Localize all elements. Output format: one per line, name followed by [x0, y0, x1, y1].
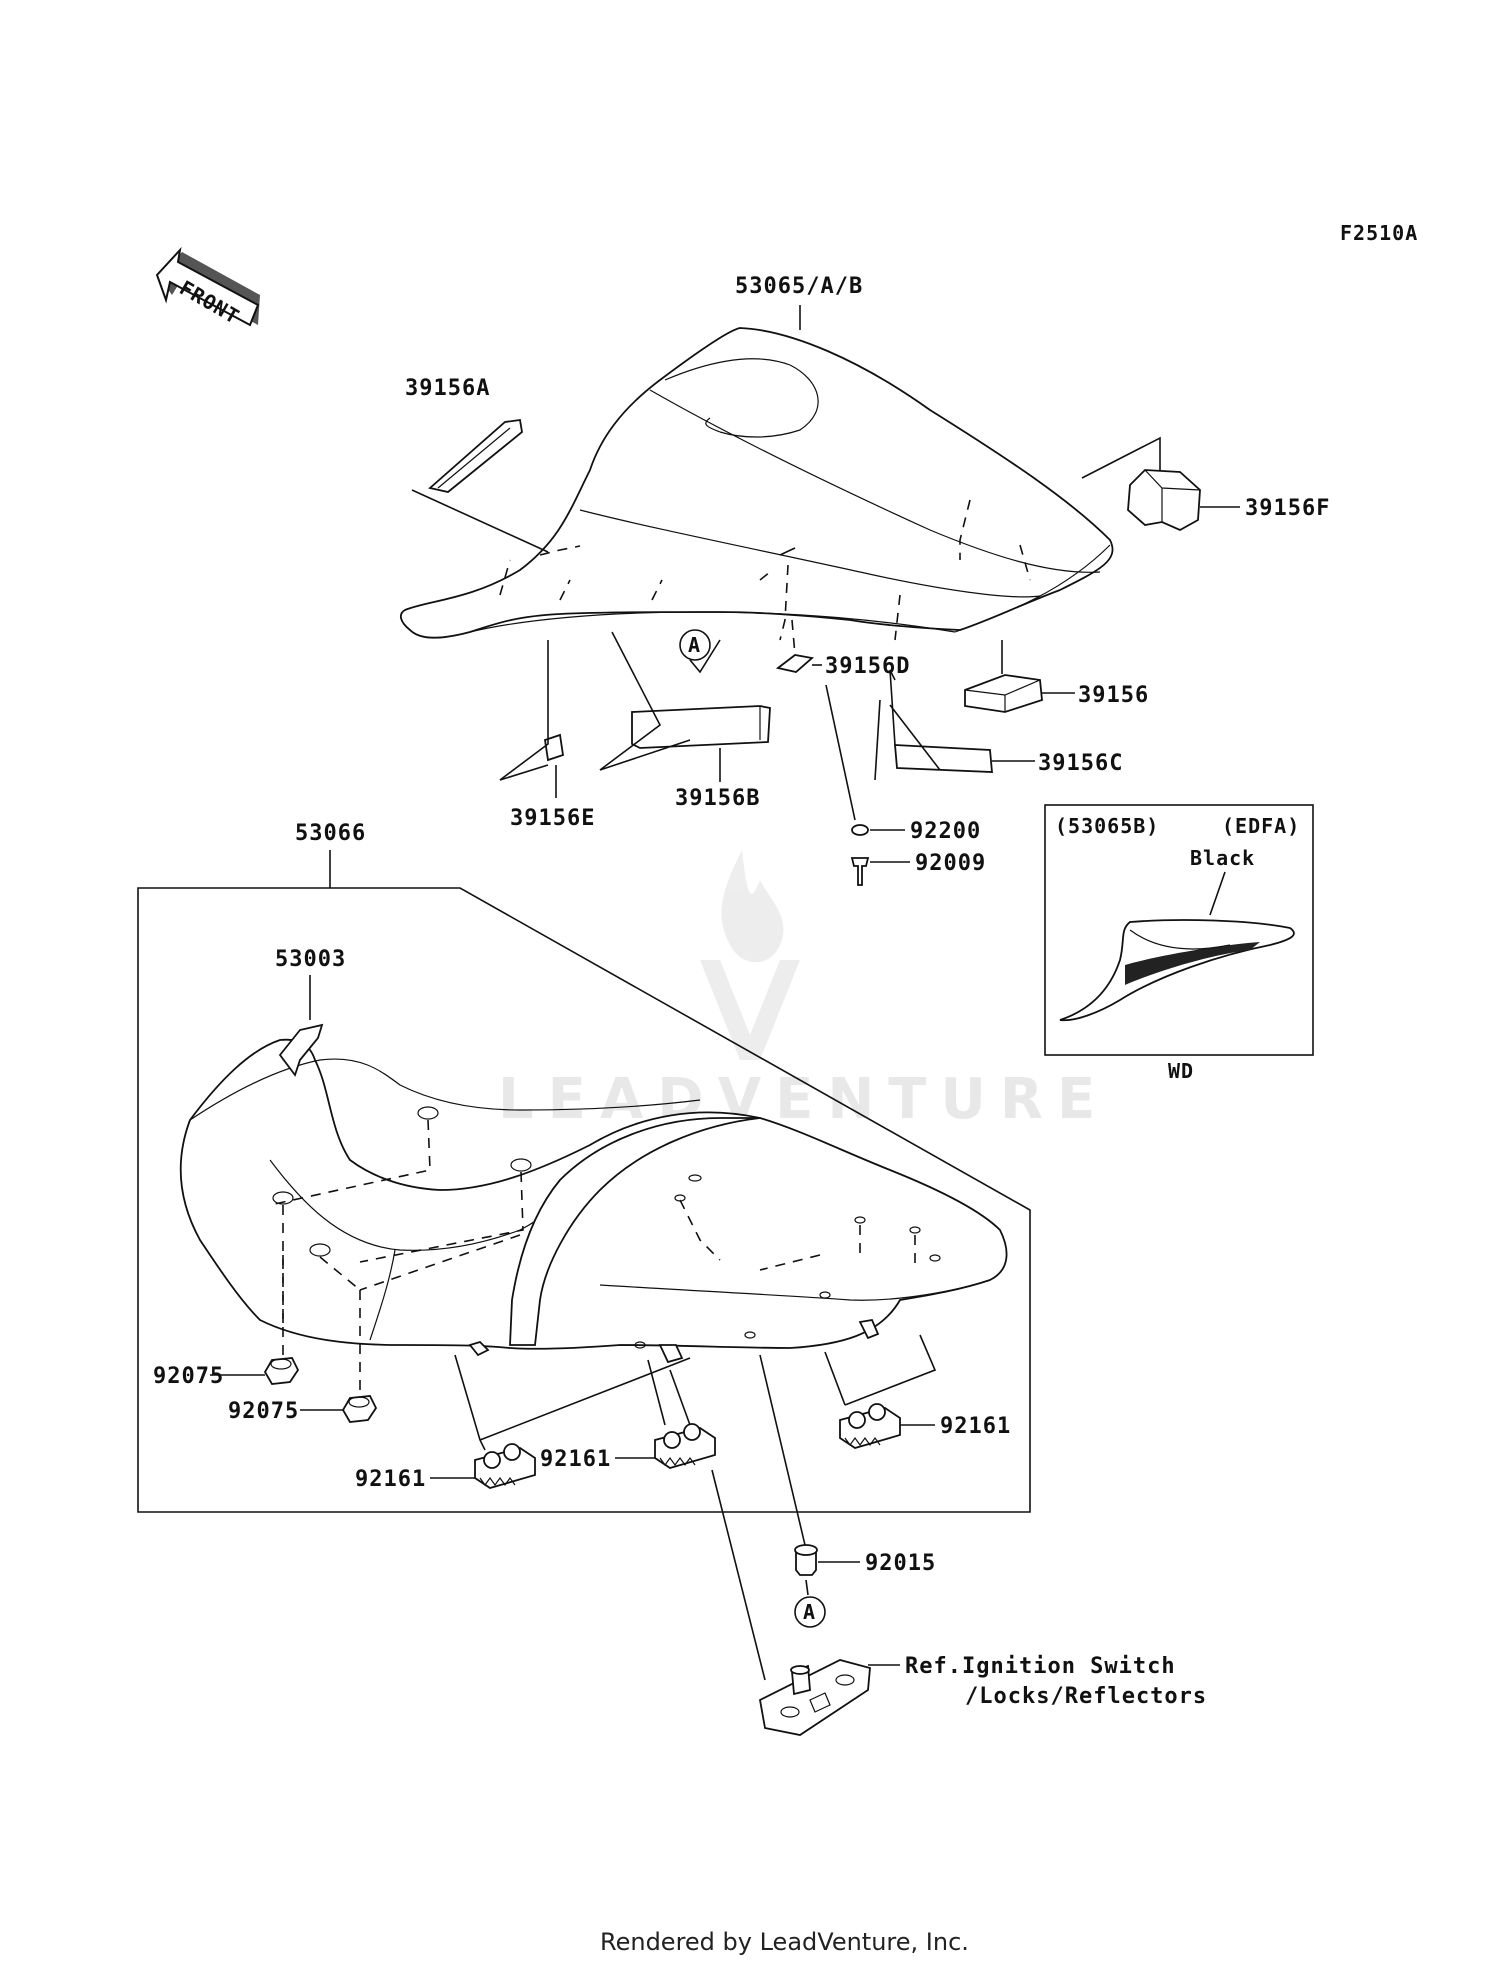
hidden-line-7 [759, 571, 771, 581]
label-92075-a: 92075 [153, 1364, 224, 1389]
badge-53003 [278, 1023, 324, 1077]
leader-92161-right-b [844, 1334, 937, 1406]
leader-callout-a2 [805, 1579, 809, 1596]
label-92161-right: 92161 [940, 1414, 1011, 1439]
collar-92015 [794, 1544, 818, 1576]
leader-92161-left-b [479, 1357, 691, 1441]
watermark-text: LEADVENTURE [498, 1067, 1109, 1132]
hidden-line-10 [791, 619, 796, 656]
hidden-line-5 [559, 579, 571, 601]
leader-39156E-a [499, 640, 549, 781]
inset-color: Black [1190, 846, 1255, 870]
tab-mid [658, 1344, 684, 1364]
ref-line-2: /Locks/Reflectors [965, 1684, 1207, 1709]
label-39156C: 39156C [1038, 751, 1123, 776]
inset-box [1044, 804, 1314, 1056]
seat-hidden-2 [359, 1171, 524, 1263]
leader-39156B-b [599, 739, 691, 771]
label-53065: 53065/A/B [735, 274, 863, 299]
inset-code: (EDFA) [1222, 814, 1300, 838]
leader-39156A [411, 489, 549, 553]
leader-92161-mid-b [669, 1369, 691, 1426]
grommet-92075-b [341, 1395, 378, 1423]
callout-a-lower: A [803, 1600, 816, 1624]
label-39156D: 39156D [825, 654, 910, 679]
leader-39156C-b [874, 699, 881, 781]
tick-1 [779, 547, 796, 556]
assembly-frame [137, 887, 1031, 1513]
hidden-line-9 [894, 594, 901, 641]
pad-39156A [428, 418, 523, 493]
hidden-line-3 [539, 545, 581, 556]
callout-a-upper: A [688, 633, 701, 657]
label-92161-left: 92161 [355, 1467, 426, 1492]
bracket-92161-right [839, 1403, 901, 1449]
leader-92161-left-a [454, 1354, 486, 1451]
tab-left [468, 1340, 490, 1357]
bracket-92161-mid [654, 1423, 716, 1469]
screw-92009 [850, 857, 870, 886]
label-39156E: 39156E [510, 806, 595, 831]
leader-92161-right-a [824, 1351, 846, 1406]
seat-holes [272, 1106, 941, 1349]
leader-39156C-c [889, 704, 941, 771]
label-53066: 53066 [295, 821, 366, 846]
leader-39156E-b [499, 764, 549, 781]
label-39156: 39156 [1078, 683, 1149, 708]
ref-line-1: Ref.Ignition Switch [905, 1654, 1176, 1679]
hidden-line-4 [499, 559, 511, 596]
hidden-line-2 [1019, 544, 1031, 581]
pad-39156F [1127, 469, 1201, 532]
bracket-92161-left [474, 1443, 536, 1489]
inset-part: (53065B) [1055, 814, 1159, 838]
label-92015: 92015 [865, 1551, 936, 1576]
hidden-line-1 [959, 499, 971, 560]
front-arrow-icon: FRONT [155, 246, 260, 329]
tab-right [858, 1318, 880, 1340]
watermark-flame-icon [721, 850, 784, 963]
label-92075-b: 92075 [228, 1399, 299, 1424]
label-92009: 92009 [915, 851, 986, 876]
watermark-v-icon [700, 960, 800, 1060]
diagram-code: F2510A [1340, 221, 1418, 245]
seat-cover-53065 [399, 327, 1114, 639]
seat-53066 [179, 1038, 1008, 1350]
footer-credit: Rendered by LeadVenture, Inc. [600, 1928, 969, 1956]
ignition-switch-plate [758, 1659, 871, 1736]
watermark: LEADVENTURE [498, 850, 1109, 1132]
label-92200: 92200 [910, 819, 981, 844]
pad-39156 [964, 674, 1043, 713]
label-39156A: 39156A [405, 376, 490, 401]
inset-caption: WD [1168, 1059, 1194, 1083]
washer-92200 [851, 824, 869, 836]
leader-92200-a [825, 684, 856, 821]
leader-92015-a [759, 1354, 806, 1546]
callout-a-lower-icon [794, 1596, 826, 1628]
pad-39156C [894, 744, 993, 773]
leader-ignition [711, 1469, 766, 1681]
grommet-92075-a [263, 1357, 300, 1385]
label-53003: 53003 [275, 947, 346, 972]
label-92161-mid: 92161 [540, 1447, 611, 1472]
leader-39156B-a [599, 631, 662, 771]
seat-hidden-8 [679, 1199, 721, 1261]
hidden-line-6 [651, 579, 663, 601]
leader-92161-mid-a [647, 1359, 666, 1426]
callout-a-upper-icon [679, 629, 711, 661]
label-39156B: 39156B [675, 786, 760, 811]
pad-39156D [775, 654, 815, 673]
hidden-line-8 [779, 564, 789, 641]
label-39156F: 39156F [1245, 496, 1330, 521]
seat-hidden-4 [319, 1256, 361, 1291]
leader-39156C-a [889, 669, 896, 746]
pad-39156E [543, 733, 565, 762]
leader-39156F-a [1081, 436, 1161, 479]
inset-cowl-black [1059, 919, 1295, 1022]
inset-leader [1209, 871, 1226, 916]
leader-callout-a [689, 639, 721, 674]
pad-39156B [631, 705, 771, 749]
